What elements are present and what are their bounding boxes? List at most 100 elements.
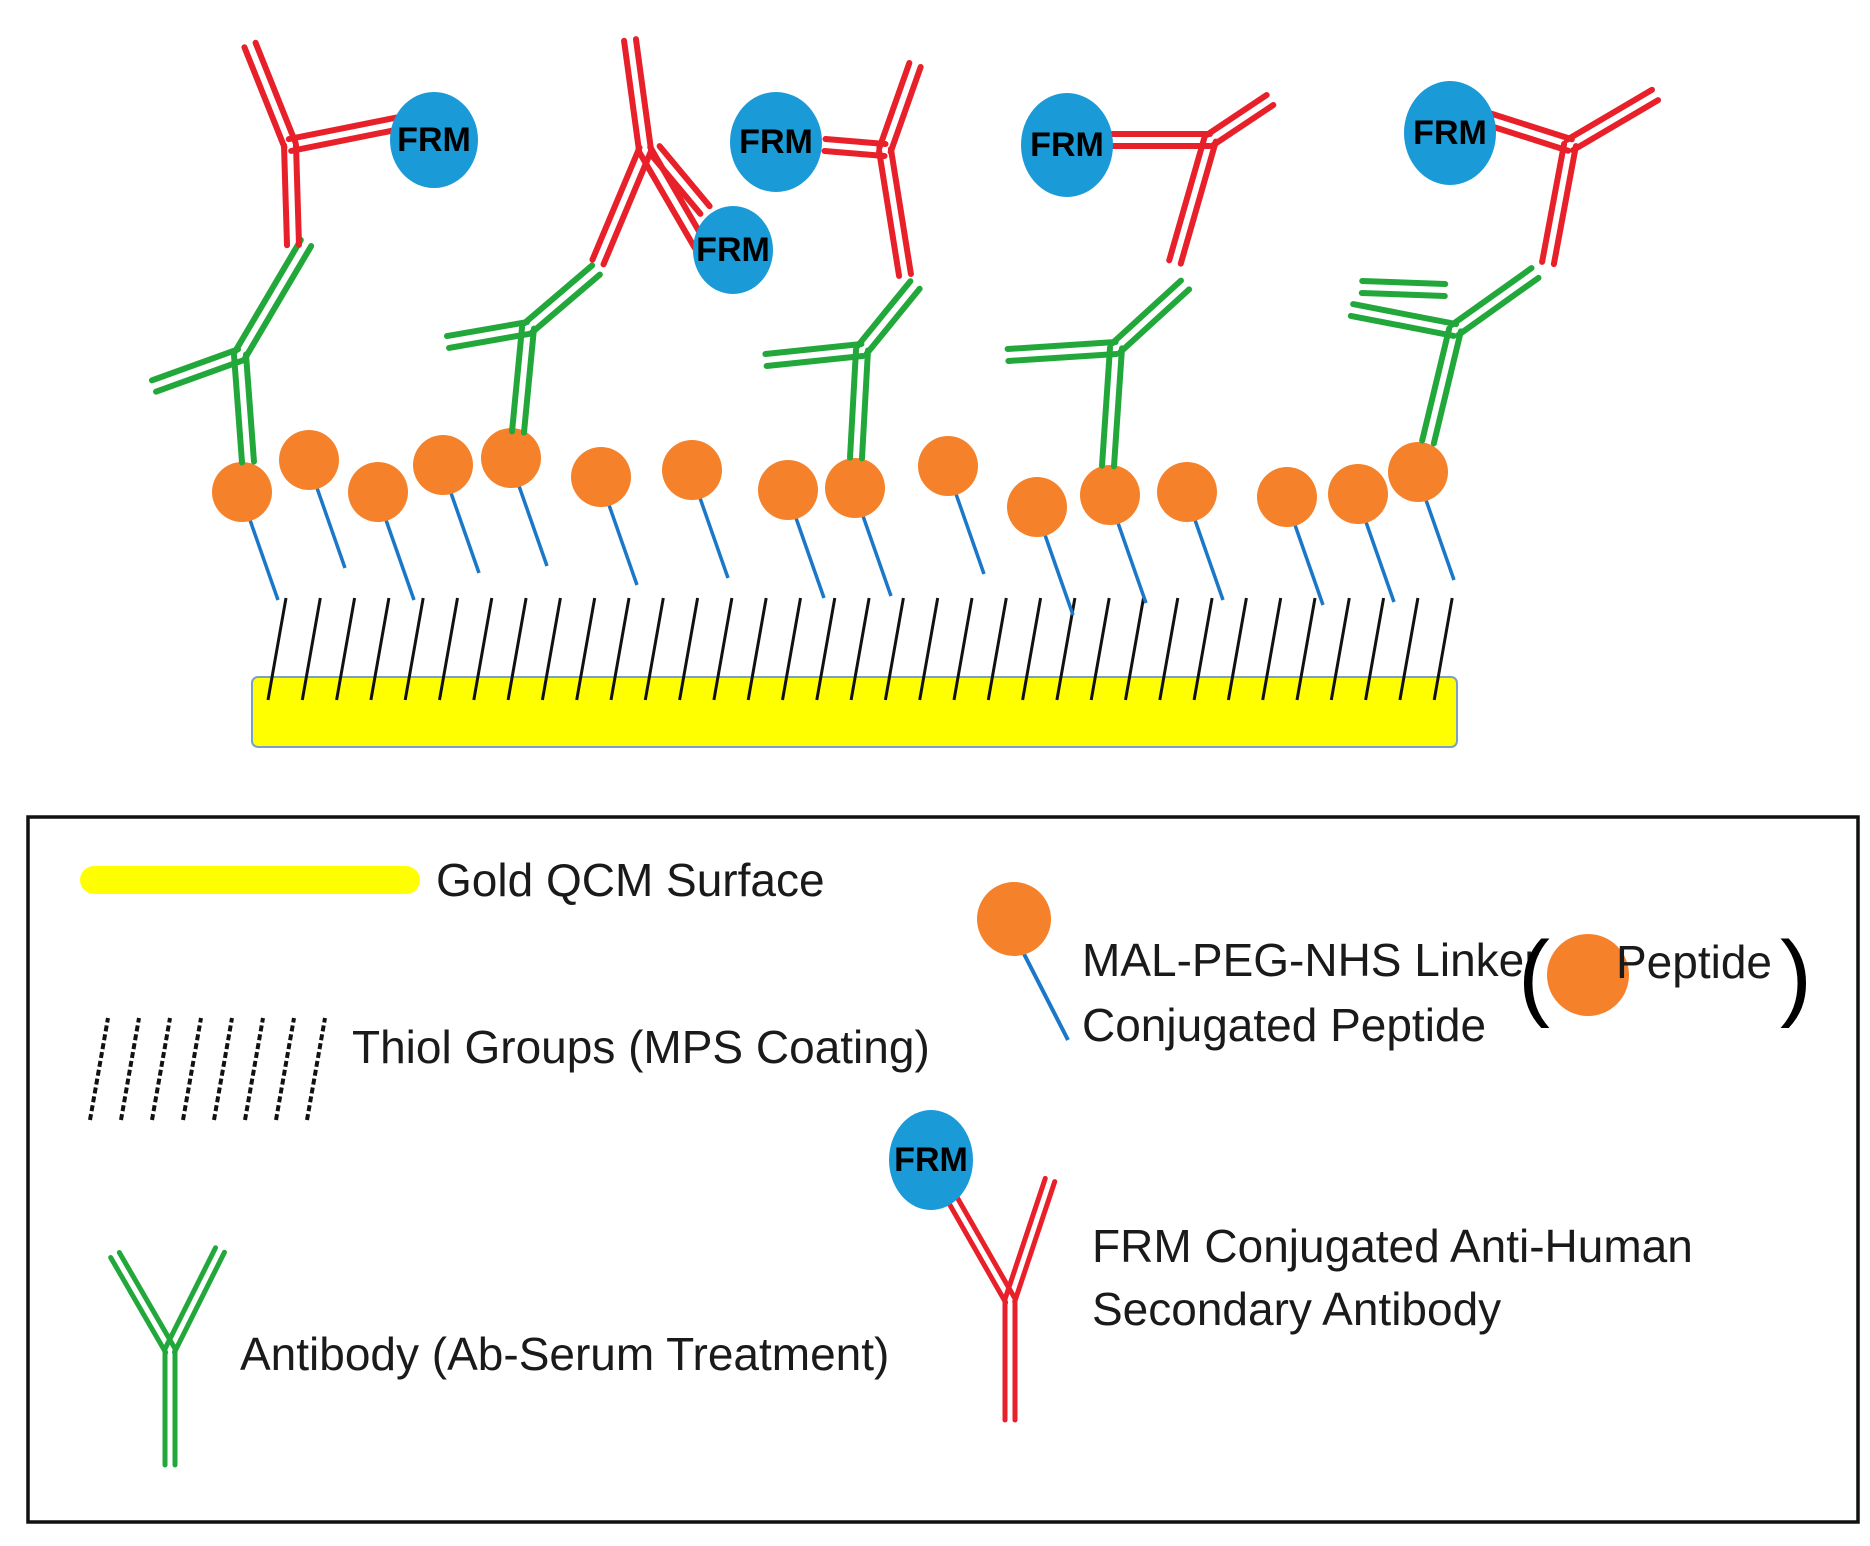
legend: Gold QCM Surface Thiol Groups (MPS Coati… (26, 815, 1860, 1524)
antibody-chain (148, 346, 246, 395)
linker-line (607, 504, 639, 586)
legend-thiol-line (212, 1017, 234, 1121)
chain-strand (1455, 274, 1542, 338)
peptide-bead (571, 447, 631, 507)
thiol-line (1364, 597, 1386, 701)
chain-strand (231, 352, 246, 466)
chain-strand (821, 147, 888, 159)
antibody-chain (943, 1190, 1017, 1305)
linker-line (794, 517, 826, 599)
chain-strand (153, 357, 246, 395)
chain-strand (163, 1245, 219, 1351)
peg-linkers (248, 485, 1456, 616)
linker-line (1193, 519, 1225, 601)
antibody-chain (1004, 339, 1120, 364)
chain-strand (887, 146, 914, 278)
chain-strand (1550, 143, 1579, 268)
chain-strand (1166, 135, 1208, 264)
thiol-line (1295, 597, 1317, 701)
antibody-chain (1358, 278, 1449, 299)
frm-text: FRM (1413, 114, 1487, 152)
legend-secondary-label-line1: FRM Conjugated Anti-Human (1092, 1220, 1693, 1272)
antibody-chain (162, 1347, 178, 1468)
linker-line (1364, 521, 1396, 603)
primary-antibody (1004, 277, 1193, 470)
linker-line (698, 497, 730, 579)
chain-strand (943, 1194, 1009, 1305)
legend-thiol-line (88, 1017, 110, 1121)
frm-bead (889, 1110, 973, 1210)
chain-strand (292, 141, 302, 248)
thiol-line (643, 597, 665, 701)
chain-strand (1012, 1179, 1058, 1305)
antibody-chain (443, 319, 533, 351)
linker-line (1424, 499, 1456, 581)
chain-strand (1203, 92, 1270, 139)
frm-label: FRM (390, 92, 478, 188)
chain-strand (443, 319, 530, 340)
secondary-antibody: FRM (241, 39, 478, 249)
primary-antibody (762, 278, 923, 462)
peptide-bead (1007, 477, 1067, 537)
antibody-chain (1203, 92, 1277, 148)
antibody-chain (1002, 1175, 1058, 1305)
antibody-chain (876, 146, 914, 279)
legend-antibody-label: Antibody (Ab-Serum Treatment) (240, 1328, 889, 1380)
peptide-bead (348, 462, 408, 522)
peptide-bead (918, 436, 978, 496)
legend-secondary-label-line2: Secondary Antibody (1092, 1283, 1501, 1335)
legend-thiol-line (274, 1017, 296, 1121)
frm-label: FRM (1021, 93, 1113, 197)
chain-strand (1117, 286, 1193, 356)
chain-strand (252, 39, 299, 146)
antibody-chain (281, 141, 302, 249)
antibody-chain (108, 1249, 177, 1356)
peptide-bead (1257, 467, 1317, 527)
linker-line (954, 493, 986, 575)
peptide-bead (758, 460, 818, 520)
chain-strand (288, 125, 405, 154)
legend-gold-swatch (80, 866, 420, 894)
peptide-bead (481, 428, 541, 488)
chain-strand (446, 330, 533, 351)
peptide-bead (662, 440, 722, 500)
chain-strand (951, 1190, 1017, 1301)
chain-strand (520, 325, 537, 436)
chain-strand (242, 243, 315, 362)
antibody-chain (876, 60, 924, 155)
chain-strand (854, 278, 914, 350)
legend-thiol-swatch (88, 1017, 327, 1121)
antibody-chain (847, 346, 871, 462)
legend-thiol-line (181, 1017, 203, 1121)
thiol-line (609, 597, 631, 701)
chain-strand (647, 150, 704, 217)
frm-bead (390, 92, 478, 188)
chain-strand (285, 114, 402, 143)
antibody-chain (1347, 301, 1460, 339)
antibody-chain (589, 144, 654, 268)
legend-linker-label-line2: Conjugated Peptide (1082, 999, 1486, 1051)
chain-strand (822, 136, 889, 148)
antibody-chain (621, 36, 654, 154)
chain-strand (1177, 138, 1219, 267)
chain-strand (858, 347, 871, 462)
chain-strand (108, 1255, 169, 1356)
chain-strand (1350, 301, 1460, 328)
frm-bead (1021, 93, 1113, 197)
peptide-bead (825, 458, 885, 518)
secondary-antibody: FRM (1021, 92, 1277, 267)
frm-text: FRM (696, 231, 770, 269)
chain-strand (1110, 345, 1125, 470)
legend-frame (26, 815, 1860, 1524)
linker-line (517, 485, 549, 567)
legend-thiol-line (305, 1017, 327, 1121)
peptide-bead (212, 462, 272, 522)
chain-strand (1358, 289, 1448, 299)
linker-line (384, 519, 416, 601)
thiol-line (986, 597, 1008, 701)
linker-line (248, 519, 280, 601)
thiol-line (1398, 597, 1420, 701)
peptide-bead (1080, 465, 1140, 525)
